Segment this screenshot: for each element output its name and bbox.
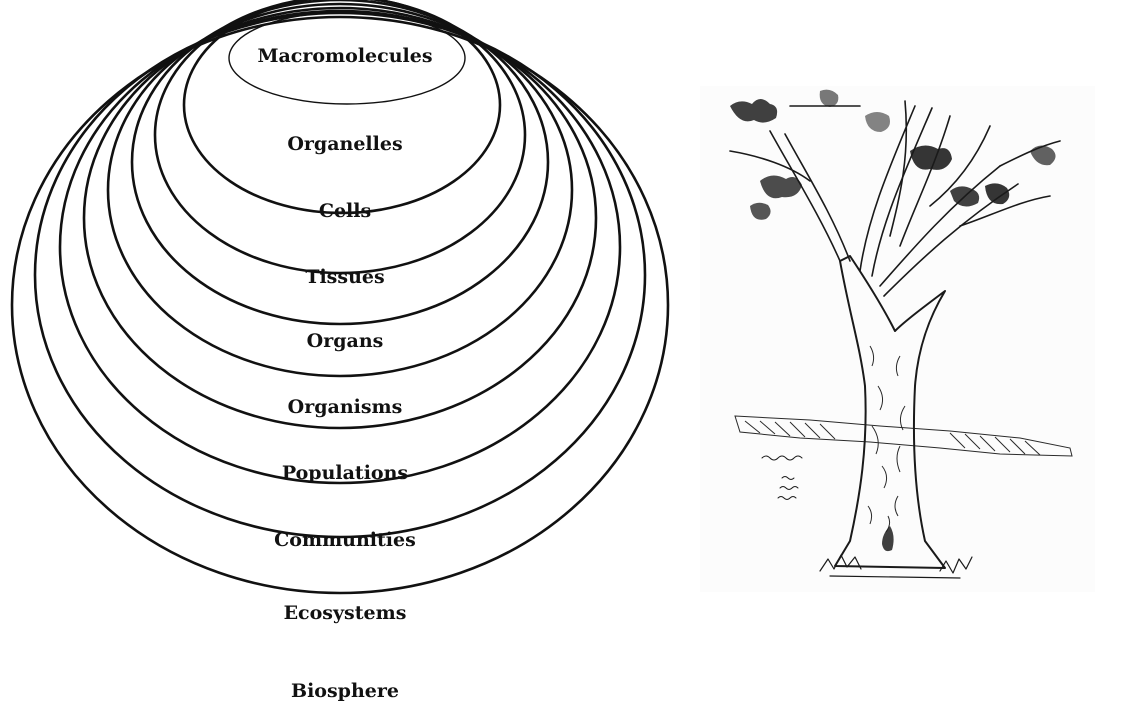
label-organisms: Organisms xyxy=(288,396,403,418)
label-tissues: Tissues xyxy=(305,266,384,288)
label-communities: Communities xyxy=(274,529,416,551)
label-ecosystems: Ecosystems xyxy=(284,602,407,624)
label-organs: Organs xyxy=(307,330,384,352)
label-populations: Populations xyxy=(282,462,408,484)
label-biosphere: Biosphere xyxy=(291,680,399,702)
label-cells: Cells xyxy=(319,200,371,222)
levels-of-organization-diagram: MacromoleculesOrganellesCellsTissuesOrga… xyxy=(0,0,700,708)
nested-rings xyxy=(12,0,668,593)
label-macromolecules: Macromolecules xyxy=(257,45,432,67)
level-labels: MacromoleculesOrganellesCellsTissuesOrga… xyxy=(257,45,432,702)
tree-sketch-image xyxy=(700,86,1095,592)
tree-drawing xyxy=(700,86,1095,592)
label-organelles: Organelles xyxy=(287,133,402,155)
